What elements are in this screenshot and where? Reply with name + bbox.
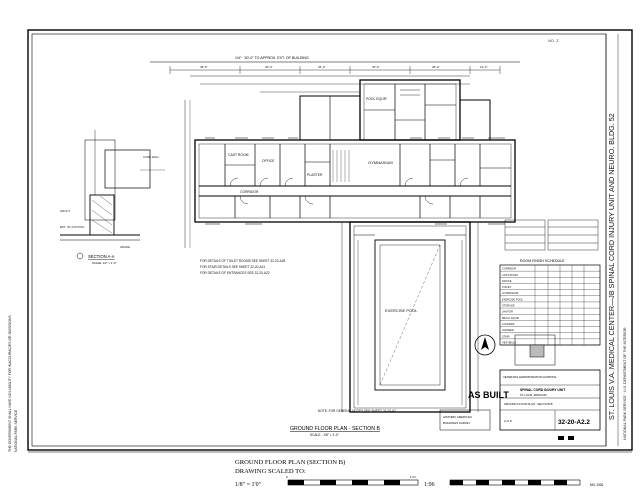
schedule-row-label: STORAGE: [502, 304, 515, 308]
svg-text:HISTORIC AMERICAN: HISTORIC AMERICAN: [443, 415, 472, 419]
general-note: NOTE: FOR GENERAL NOTES SEE SHEET 32-20-…: [318, 409, 396, 413]
svg-text:30'-0": 30'-0": [265, 65, 273, 69]
room-label-corridor: CORRIDOR: [240, 190, 259, 194]
schedule-row-label: GYMNASIUM: [502, 291, 518, 295]
footer-scaled-to: DRAWING SCALED TO:: [235, 468, 306, 475]
title-project: SPINAL CORD INJURY UNIT: [520, 388, 566, 392]
left-margin-text: THE GOVERNMENT SHALL HAVE NO LIABILITY F…: [8, 315, 12, 452]
svg-text:GROUT: GROUT: [60, 209, 70, 213]
svg-text:25'-0": 25'-0": [318, 65, 326, 69]
schedule-row-label: CORRIDOR: [502, 267, 516, 271]
schedule-row-label: EXERCISE POOL: [502, 297, 524, 301]
schedule-row-label: VESTIBULE: [502, 340, 517, 344]
svg-text:16'-0": 16'-0": [480, 65, 488, 69]
room-label-cast-room: CAST ROOM: [228, 153, 249, 157]
schedule-row-label: OFFICE: [502, 279, 512, 283]
schedule-row-label: TOILET: [502, 285, 511, 289]
as-built-stamp: AS BUILT: [468, 390, 509, 400]
note-entrances: FOR DETAILS OF ENTRANCES SEE 32-20-A22: [200, 271, 270, 275]
note-toilet-rooms: FOR DETAILS OF TOILET ROOMS SEE SHEET 32…: [200, 259, 285, 263]
right-margin-text: NATIONAL PARK SERVICE · U.S. DEPARTMENT …: [623, 327, 627, 440]
exercise-pool-outline: [374, 239, 446, 391]
plan-pool-wing: [349, 221, 471, 413]
schedule-row-label: CAST ROOM: [502, 273, 518, 277]
schedule-title: ROOM FINISH SCHEDULE: [520, 259, 565, 263]
svg-text:1 IN: 1 IN: [410, 475, 416, 479]
room-label-pool-equip: POOL EQUIP.: [366, 97, 388, 101]
room-label-plaster: PLASTER: [307, 173, 323, 177]
note-stairs: FOR STAIR DETAILS SEE SHEET 32-20-A21: [200, 265, 265, 269]
north-arrow: [474, 334, 496, 356]
corner-mark: NO. Z: [548, 38, 559, 43]
title-agency: VETERANS ADMINISTRATION HOSPITAL: [503, 375, 557, 379]
svg-text:48'-6": 48'-6": [200, 65, 208, 69]
title-sheet-label: 2 of 8: [504, 419, 512, 423]
svg-text:0: 0: [286, 475, 288, 479]
section-scale: SCALE: 1/2" = 1'-0": [92, 261, 116, 265]
schedule-row-label: MECH. EQUIP.: [502, 316, 520, 320]
title-block: VETERANS ADMINISTRATION HOSPITAL SPINAL …: [499, 369, 601, 431]
room-finish-schedule: ROOM FINISH SCHEDULE CORRIDOR CAST ROOM OF…: [499, 259, 601, 346]
footer-scale-left: 1/8" = 1'0": [235, 482, 262, 488]
schedule-row-label: STAIR: [502, 334, 510, 338]
schedule-row-label: SHOWER: [502, 328, 514, 332]
plan-title: GROUND FLOOR PLAN - SECTION B: [290, 426, 380, 432]
room-label-exercise-pool: EXERCISE POOL: [385, 308, 418, 313]
title-drawing-title: GROUND FLOOR PLAN - SECTION B: [504, 402, 553, 406]
schedule-row-label: JANITOR: [502, 310, 513, 314]
title-location: ST. LOUIS, MISSOURI: [520, 393, 547, 397]
svg-text:CURB WALL: CURB WALL: [143, 155, 160, 159]
top-dimension: 1/4" · 50'-0" TO APPROX. EXT. OF BUILDIN…: [235, 56, 309, 60]
footer-haer-no: MO-1926: [590, 483, 604, 487]
plan-upper-wing: [299, 79, 491, 141]
svg-text:BUILDINGS SURVEY: BUILDINGS SURVEY: [443, 421, 470, 425]
plan-main-wing: [194, 139, 516, 223]
svg-text:30'-0": 30'-0": [372, 65, 380, 69]
room-label-gymnasium: GYMNASIUM: [368, 160, 393, 165]
room-label-office: OFFICE: [262, 159, 275, 163]
svg-text:28'-0": 28'-0": [432, 65, 440, 69]
section-title: SECTION A-A: [88, 254, 115, 259]
scale-bar: 0 1 IN: [286, 475, 419, 486]
schedule-row-label: LOCKERS: [502, 322, 515, 326]
section-detail: [60, 130, 165, 241]
plan-scale: SCALE - 1/8" = 1'-0": [310, 433, 339, 437]
vertical-title: ST. LOUIS V.A. MEDICAL CENTER—JB SPINAL …: [607, 113, 616, 420]
drawing-number: 32-20-A2.2: [558, 419, 590, 426]
svg-text:BOT. OF FOOTING: BOT. OF FOOTING: [60, 225, 84, 229]
svg-text:GRADE: GRADE: [120, 245, 130, 249]
footer-title: GROUND FLOOR PLAN (SECTION B): [235, 459, 345, 466]
outer-border: [27, 29, 633, 451]
footer-scale-right: 1:96: [424, 482, 435, 488]
svg-text:NATIONAL PARK SERVICE: NATIONAL PARK SERVICE: [14, 409, 18, 452]
survey-stamp: HISTORIC AMERICAN BUILDINGS SURVEY: [439, 409, 491, 431]
